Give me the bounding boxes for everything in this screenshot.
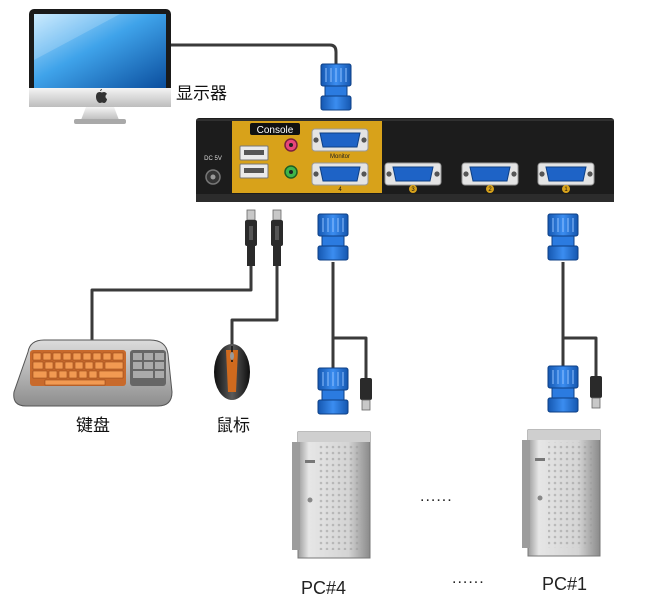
monitor	[29, 9, 171, 124]
port-number-1: 1	[564, 187, 568, 193]
keyboard-cable	[90, 265, 253, 348]
port-number-2: 2	[488, 187, 492, 193]
mouse-label: 鼠标	[216, 416, 250, 436]
monitor-port-label: Monitor	[330, 154, 350, 160]
cables	[90, 43, 598, 380]
mouse	[214, 344, 250, 400]
ellipsis-middle: ......	[420, 488, 453, 505]
keyboard	[13, 339, 173, 407]
pc1-vga-connector-bottom	[547, 365, 579, 413]
ellipsis-bottom: ......	[452, 570, 485, 587]
mouse-usb-plug	[270, 209, 284, 247]
pc-port-4	[311, 162, 369, 186]
pc1-label: PC#1	[542, 574, 588, 594]
pc4-tower	[292, 431, 371, 559]
pc4-usb-cable	[333, 336, 368, 380]
pc4-usb-plug	[360, 378, 372, 411]
keyboard-usb-plug	[244, 209, 258, 247]
dc-label: DC 5V	[204, 156, 222, 162]
mouse-cable	[230, 265, 279, 350]
pc4-vga-connector-top	[317, 213, 349, 261]
monitor-cable	[170, 43, 338, 64]
monitor-label: 显示器	[176, 84, 227, 104]
pc4-label: PC#4	[301, 578, 347, 598]
usb-ports	[239, 145, 269, 179]
keyboard-label: 键盘	[76, 416, 110, 436]
pc1-tower	[522, 429, 601, 557]
pc1-vga-connector-top	[547, 213, 579, 261]
pc1-usb-plug	[590, 376, 602, 409]
pc-port-1	[537, 162, 595, 186]
pc-port-3	[384, 162, 442, 186]
port-number-4: 4	[338, 187, 342, 193]
monitor-vga-connector	[320, 63, 352, 111]
port-number-3: 3	[411, 187, 415, 193]
pc-port-2	[461, 162, 519, 186]
console-label: Console	[257, 125, 294, 136]
apple-logo-icon	[96, 89, 107, 103]
monitor-port	[311, 128, 369, 152]
pc1-usb-cable	[563, 336, 598, 378]
kvm-switch: DC 5V Console Monitor 4 3 2	[196, 118, 614, 202]
pc4-vga-connector-bottom	[317, 367, 349, 415]
